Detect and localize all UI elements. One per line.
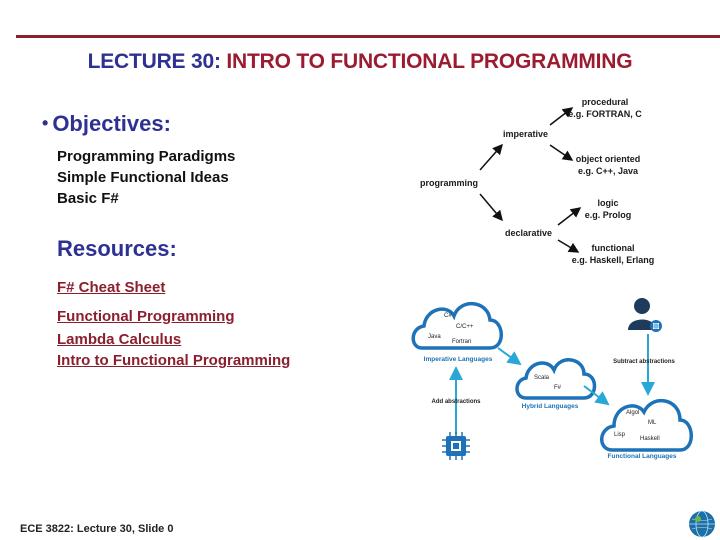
- arrow-hybrid-functional: [583, 385, 610, 406]
- link-functional-programming[interactable]: Functional Programming: [57, 308, 235, 325]
- node-programming: programming: [420, 178, 478, 188]
- lang-algol: Algol: [626, 410, 639, 416]
- arrow-declarative-logic: [557, 207, 582, 226]
- node-procedural-eg: e.g. FORTRAN, C: [568, 109, 642, 119]
- objective-item: Basic F#: [57, 190, 119, 207]
- lang-fortran: Fortran: [452, 339, 471, 345]
- lang-scala: Scala: [534, 375, 550, 381]
- node-functional-eg: e.g. Haskell, Erlang: [572, 255, 655, 265]
- lang-haskell: Haskell: [640, 436, 660, 442]
- arrow-programming-declarative: [479, 193, 503, 222]
- person-icon: [628, 298, 662, 332]
- title-main: INTRO TO FUNCTIONAL PROGRAMMING: [226, 50, 633, 73]
- lang-java: Java: [428, 334, 441, 340]
- node-oo-eg: e.g. C++, Java: [578, 166, 639, 176]
- lang-ml: ML: [648, 420, 657, 426]
- top-rule: [16, 35, 720, 38]
- slide-title: LECTURE 30: INTRO TO FUNCTIONAL PROGRAMM…: [0, 50, 720, 74]
- imperative-cloud: [411, 301, 503, 350]
- chip-icon: [442, 432, 470, 460]
- hybrid-cloud: [515, 358, 597, 400]
- paradigm-diagram: programming imperative declarative proce…: [420, 97, 655, 265]
- node-logic: logic: [597, 198, 618, 208]
- node-functional: functional: [592, 243, 635, 253]
- objective-item: Simple Functional Ideas: [57, 169, 229, 186]
- arrow-imperative-procedural: [549, 107, 574, 126]
- arrow-declarative-functional: [557, 239, 580, 253]
- imperative-label: Imperative Languages: [424, 356, 493, 363]
- lang-lisp: Lisp: [614, 432, 626, 438]
- title-prefix: LECTURE 30:: [87, 50, 221, 73]
- hybrid-label: Hybrid Languages: [522, 403, 579, 410]
- lang-c-cpp: C/C++: [456, 324, 474, 330]
- arrow-programming-imperative: [479, 143, 503, 171]
- footer-text: ECE 3822: Lecture 30, Slide 0: [20, 523, 174, 535]
- lang-csharp: C#: [444, 313, 452, 319]
- link-fsharp-cheat-sheet[interactable]: F# Cheat Sheet: [57, 279, 166, 296]
- link-intro-functional-programming[interactable]: Intro to Functional Programming: [57, 352, 291, 369]
- objectives-heading-text: Objectives:: [52, 111, 171, 136]
- node-declarative: declarative: [505, 228, 552, 238]
- functional-cloud: [600, 398, 693, 452]
- cloud-diagram: C# C/C++ Java Fortran Imperative Languag…: [411, 298, 693, 460]
- node-oo: object oriented: [576, 154, 641, 164]
- node-procedural: procedural: [582, 97, 629, 107]
- lang-fsharp: F#: [554, 385, 562, 391]
- objective-item: Programming Paradigms: [57, 148, 236, 165]
- globe-logo-icon: [689, 510, 715, 538]
- node-logic-eg: e.g. Prolog: [585, 210, 632, 220]
- link-lambda-calculus[interactable]: Lambda Calculus: [57, 331, 182, 348]
- subtract-abstractions-label: Subtract abstractions: [613, 359, 675, 365]
- arrow-imperative-oo: [549, 144, 574, 161]
- objectives-list: Programming Paradigms Simple Functional …: [57, 146, 235, 209]
- functional-label: Functional Languages: [608, 453, 677, 460]
- arrow-imperative-hybrid: [497, 347, 522, 366]
- bullet-icon: •: [42, 113, 49, 133]
- objectives-heading: •Objectives:: [42, 111, 171, 137]
- add-abstractions-label: Add abstractions: [431, 399, 481, 405]
- resources-heading: Resources:: [57, 236, 177, 261]
- node-imperative: imperative: [503, 129, 548, 139]
